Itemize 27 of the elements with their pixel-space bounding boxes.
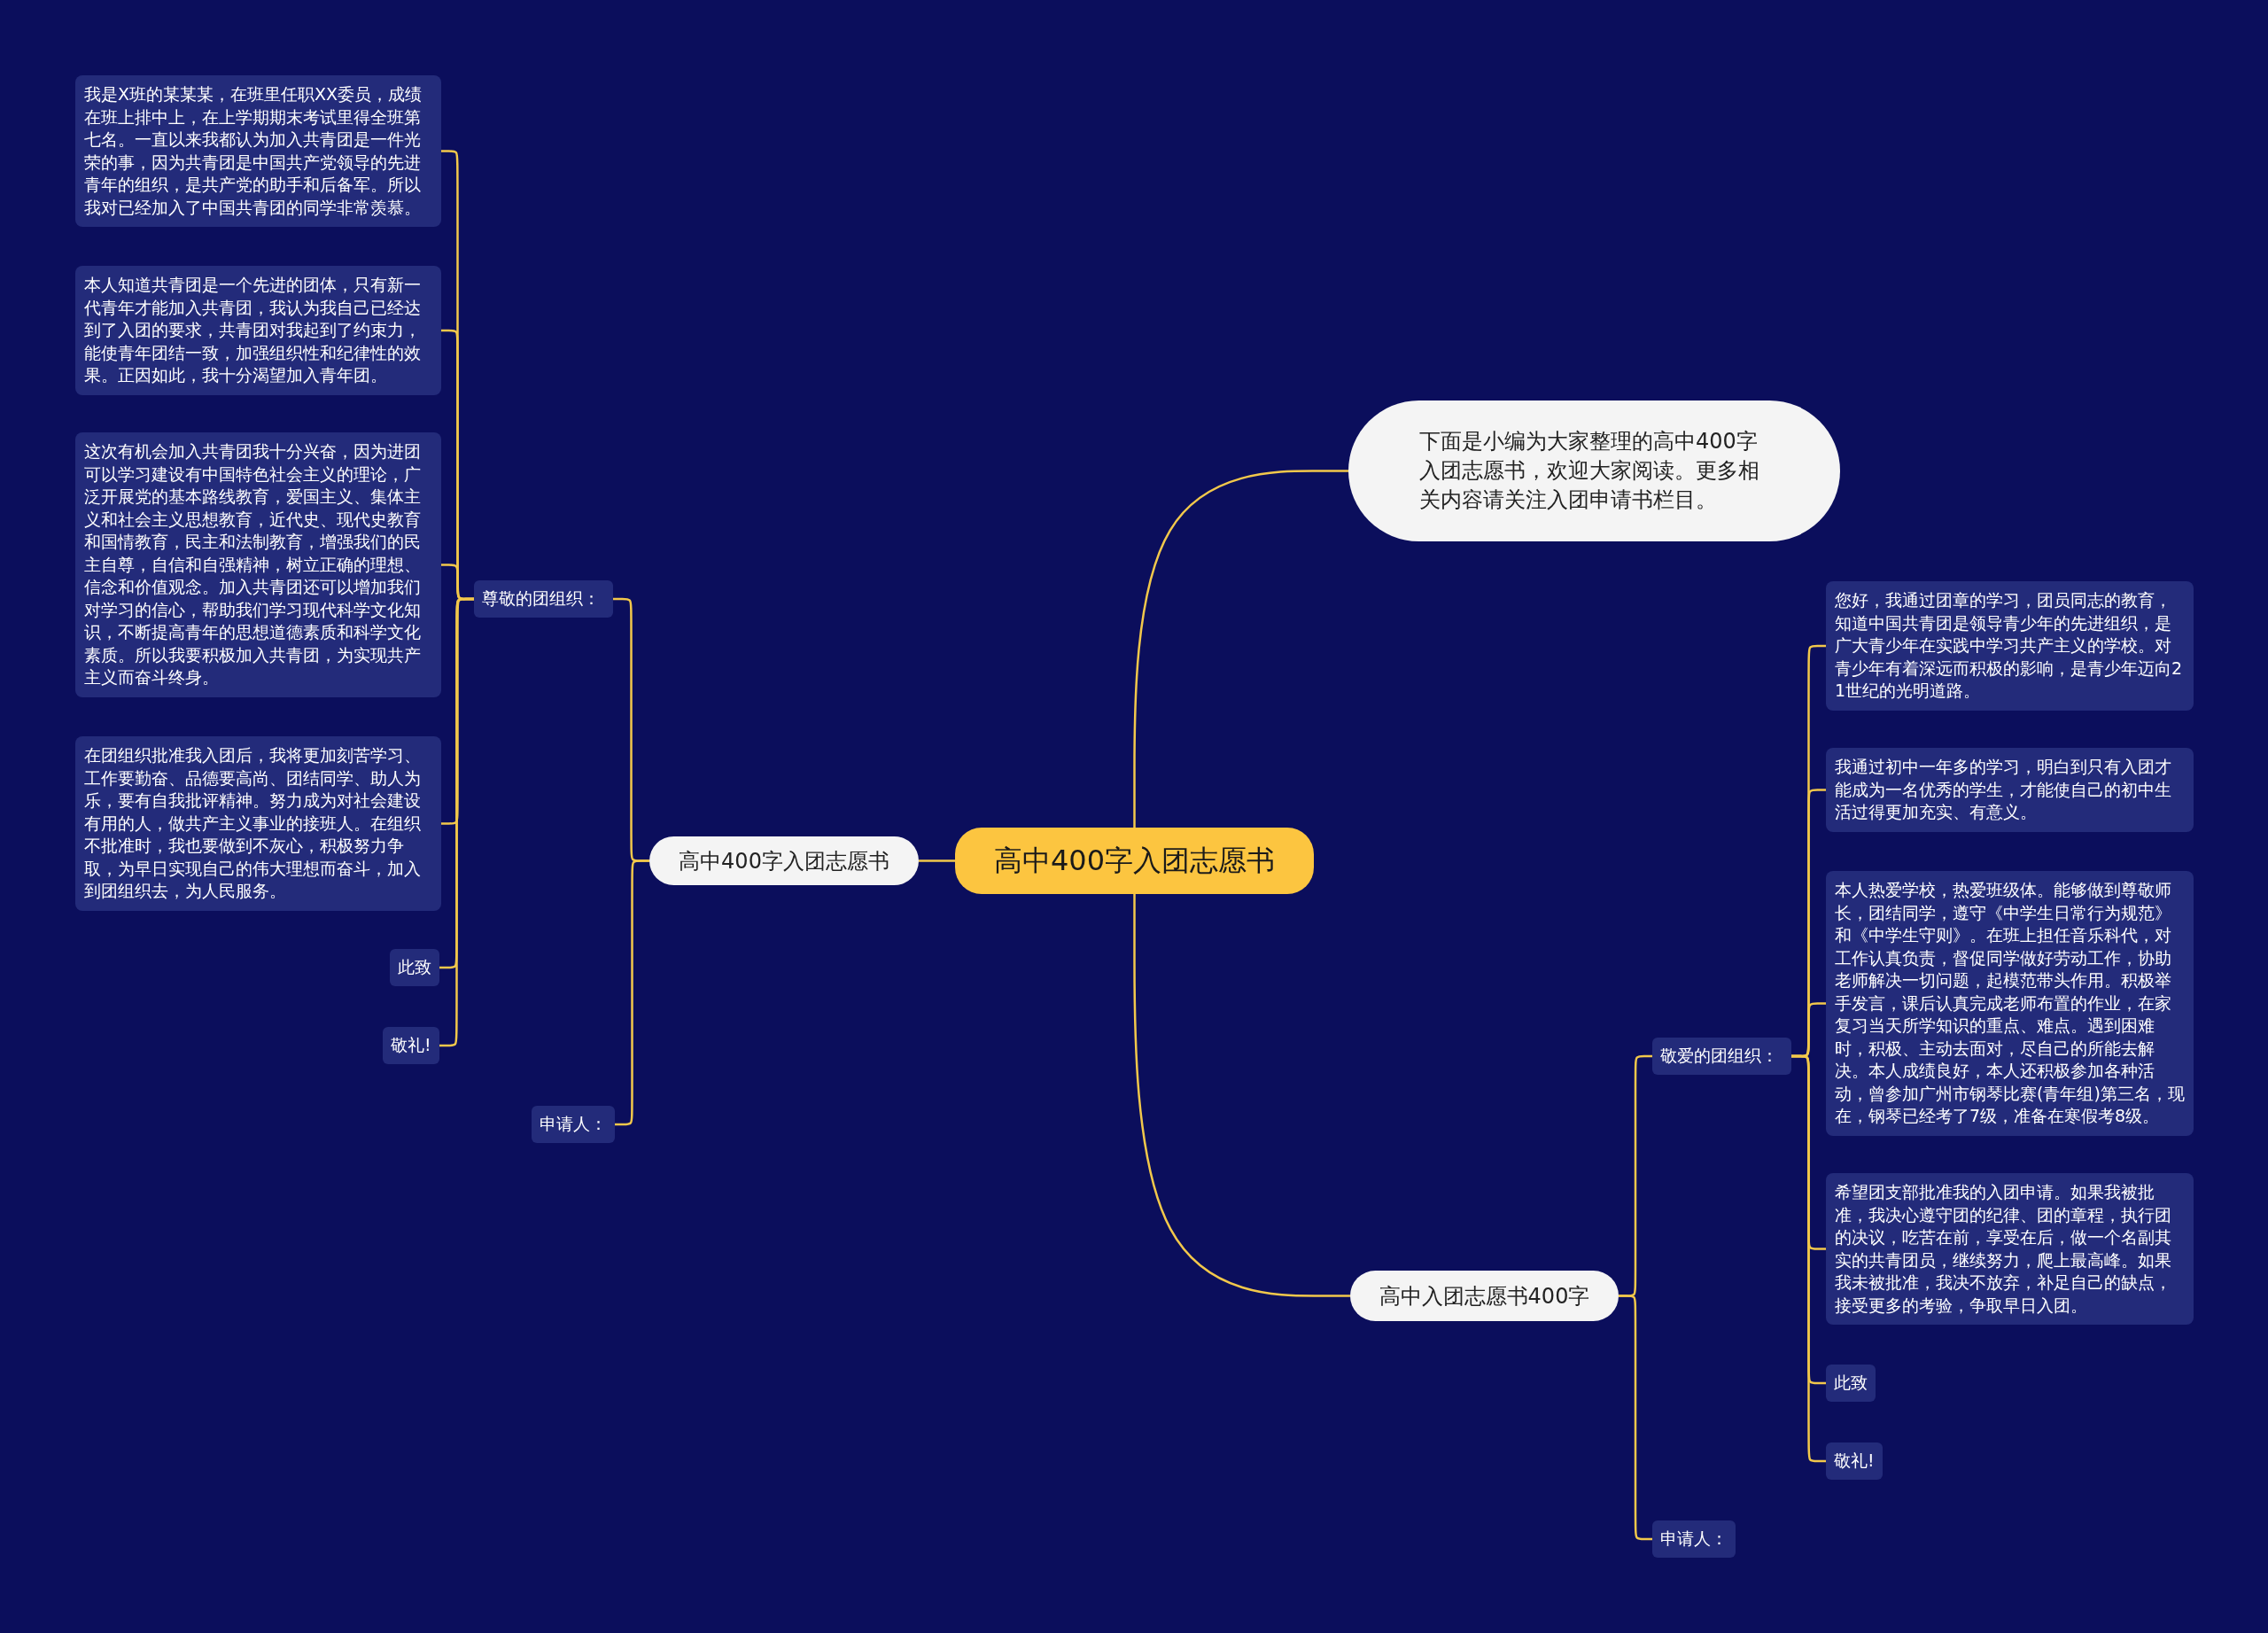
connector-line <box>1791 1054 1826 1463</box>
subtopic-label: 申请人： <box>1652 1520 1736 1558</box>
branch-topic: 高中400字入团志愿书 <box>649 836 919 885</box>
text-card: 这次有机会加入共青团我十分兴奋，因为进团可以学习建设有中国特色社会主义的理论，广泛开展党的基本路线教育，爱国主义、集体主义和社会主义思想教育，近代史、现代史教育和国情教育，民主和法制教育，增强我们的民主自尊，自信和自强精神，树立正确的理想、信念和价值观念。加入共青团还可以增加我们对学习的信心，帮助我们学习现代科学文化知识，不断提高青年的思想道德素质和科学文化素质。所以我要积极加入共青团，为实现共产主义而奋斗终身。 <box>75 432 441 697</box>
text-card: 希望团支部批准我的入团申请。如果我被批准，我决心遵守团的纪律、团的章程，执行团的决议，吃苦在前，享受在后，做一个名副其实的共青团员，继续努力，爬上最高峰。如果我未被批准，我决不放弃，补足自己的缺点，接受更多的考验，争取早日入团。 <box>1826 1173 2194 1325</box>
text-card: 本人热爱学校，热爱班级体。能够做到尊敬师长，团结同学，遵守《中学生日常行为规范》和《中学生守则》。在班上担任音乐科代，对工作认真负责，督促同学做好劳动工作，协助老师解决一切问题，起模范带头作用。积极举手发言，课后认真完成老师布置的作业，在家复习当天所学知识的重点、难点。遇到困难时，积极、主动去面对，尽自己的所能去解决。本人成绩良好，本人还积极参加各种活动，曾参加广州市钢琴比赛(青年组)第三名，现在，钢琴已经考了7级，准备在寒假考8级。 <box>1826 871 2194 1136</box>
central-topic: 高中400字入团志愿书 <box>955 828 1314 894</box>
connector-line <box>615 859 649 1126</box>
connector-line <box>439 597 474 1047</box>
text-card: 我是X班的某某某，在班里任职XX委员，成绩在班上排中上，在上学期期末考试里得全班第七名。一直以来我都认为加入共青团是一件光荣的事，因为共青团是中国共产党领导的先进青年的组织，是共产党的助手和后备军。所以我对已经加入了中国共青团的同学非常羡慕。 <box>75 75 441 227</box>
text-card: 您好，我通过团章的学习，团员同志的教育，知道中国共青团是领导青少年的先进组织，是广大青少年在实践中学习共产主义的学校。对青少年有着深远而积极的影响，是青少年迈向21世纪的光明道路。 <box>1826 581 2194 711</box>
text-card: 我通过初中一年多的学习，明白到只有入团才能成为一名优秀的学生，才能使自己的初中生活过得更加充实、有意义。 <box>1826 748 2194 832</box>
subtopic-label: 申请人： <box>532 1106 615 1143</box>
subtopic-label: 尊敬的团组织： <box>474 580 613 618</box>
subtopic-label: 敬礼! <box>383 1027 439 1064</box>
intro-bubble: 下面是小编为大家整理的高中400字入团志愿书，欢迎大家阅读。更多相关内容请关注入团申请书栏目。 <box>1348 400 1840 541</box>
connector-line <box>1619 1295 1652 1541</box>
connector-line <box>1133 470 1348 828</box>
subtopic-label: 敬礼! <box>1826 1442 1883 1480</box>
text-card: 在团组织批准我入团后，我将更加刻苦学习、工作要勤奋、品德要高尚、团结同学、助人为乐，要有自我批评精神。努力成为对社会建设有用的人，做共产主义事业的接班人。在组织不批准时，我也要做到不灰心，积极努力争取，为早日实现自己的伟大理想而奋斗，加入到团组织去，为人民服务。 <box>75 736 441 911</box>
branch-topic: 高中入团志愿书400字 <box>1350 1271 1619 1321</box>
connector-line <box>919 859 955 862</box>
subtopic-label: 此致 <box>390 949 439 986</box>
text-card: 本人知道共青团是一个先进的团体，只有新一代青年才能加入共青团，我认为我自己已经达到了入团的要求，共青团对我起到了约束力，能使青年团结一致，加强组织性和纪律性的效果。正因如此，我十分渴望加入青年团。 <box>75 266 441 395</box>
subtopic-label: 此致 <box>1826 1365 1876 1402</box>
subtopic-label: 敬爱的团组织： <box>1652 1038 1791 1075</box>
connector-line <box>1133 894 1350 1297</box>
